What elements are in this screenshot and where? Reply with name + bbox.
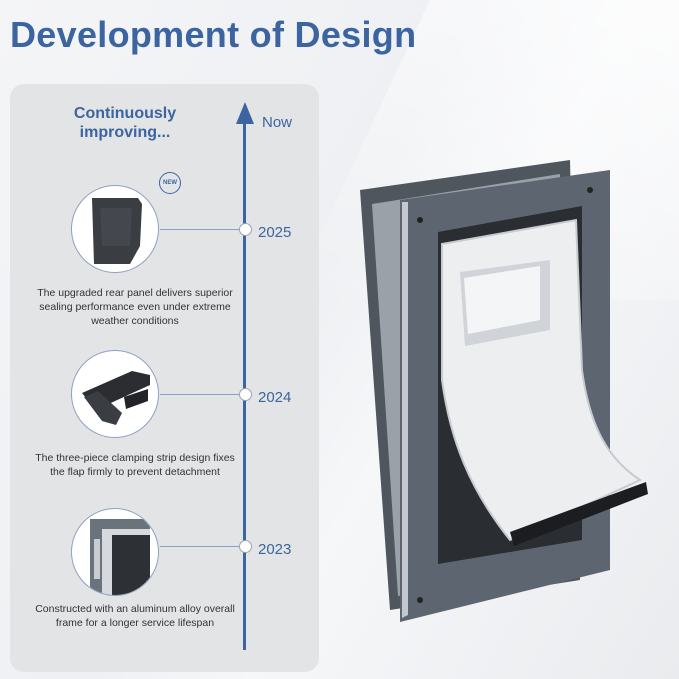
- timeline-arrow-head-icon: [236, 102, 254, 124]
- timeline-node-2023: [239, 540, 252, 553]
- connector-2023: [160, 546, 242, 547]
- clamping-strip-icon: [71, 350, 159, 438]
- desc-2023: Constructed with an aluminum alloy overa…: [35, 603, 235, 629]
- timeline-node-2025: [239, 223, 252, 236]
- year-2025: 2025: [258, 224, 292, 241]
- aluminum-frame-icon: [71, 508, 159, 596]
- new-badge: NEW: [159, 172, 181, 194]
- connector-2024: [160, 394, 242, 395]
- desc-2025: The upgraded rear panel delivers superio…: [37, 287, 233, 327]
- now-label: Now: [262, 114, 293, 131]
- timeline-node-2024: [239, 388, 252, 401]
- desc-2024: The three-piece clamping strip design fi…: [35, 452, 235, 478]
- page-title: Development of Design: [10, 14, 417, 55]
- pet-door-product-image: [350, 160, 650, 635]
- rear-panel-icon: [71, 185, 159, 273]
- year-2023: 2023: [258, 541, 292, 558]
- timeline-subtitle: Continuously improving...: [73, 105, 177, 141]
- year-2024: 2024: [258, 389, 292, 406]
- connector-2025: [160, 229, 242, 230]
- timeline-line: [243, 120, 246, 650]
